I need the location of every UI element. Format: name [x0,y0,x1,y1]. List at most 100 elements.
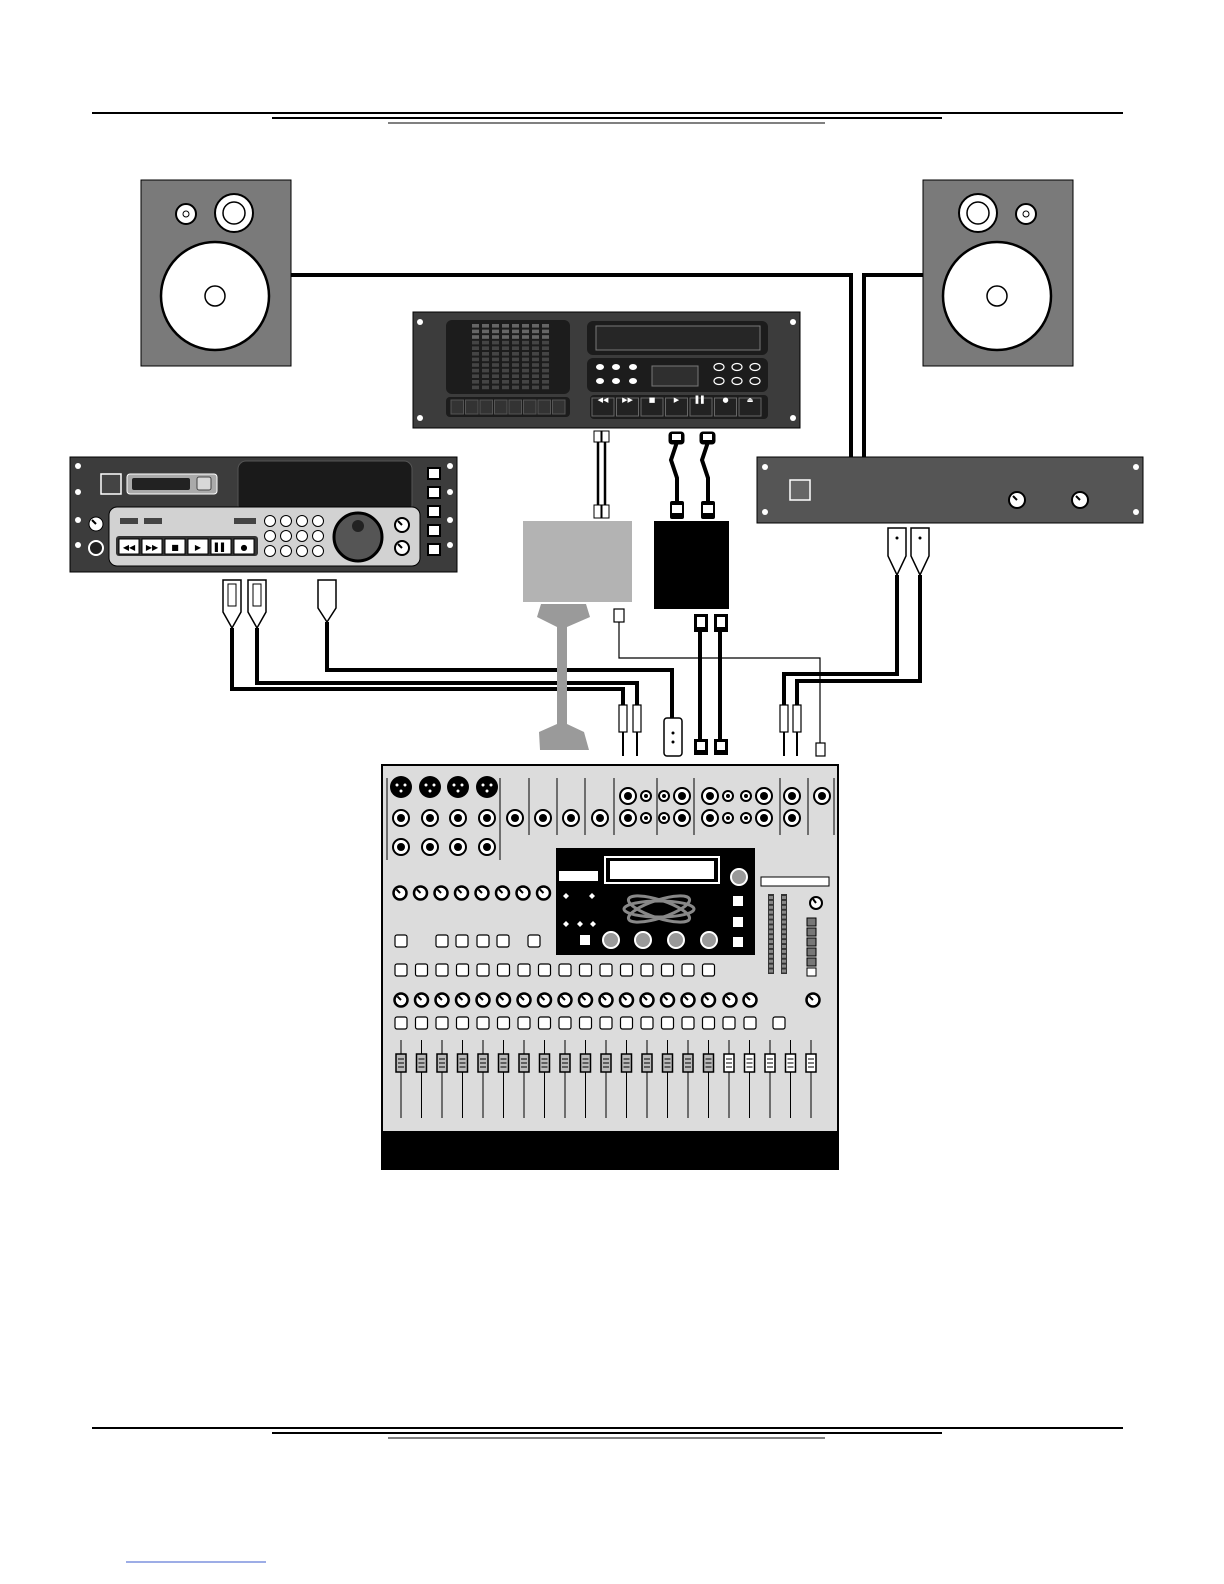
button [641,964,653,976]
amp-power-switch [790,480,810,500]
ribbon-cable [537,604,590,750]
button [539,964,551,976]
side-key [428,544,440,555]
button [477,964,489,976]
transport-glyph: ■ [649,396,656,404]
led-indicator [807,968,816,976]
transport-glyph: ◀◀ [598,396,609,404]
track-key [524,400,537,414]
transport-glyph: ● [722,396,728,404]
header-rules [92,113,1123,123]
led-indicator [807,918,816,926]
keypad-button [313,531,324,542]
keypad-button [265,531,276,542]
button [682,964,694,976]
led-indicator [807,958,816,966]
speaker-icon [943,194,1051,350]
button [416,1017,428,1029]
button [703,964,715,976]
button [580,964,592,976]
amp-level-knob [1072,492,1088,508]
button [436,1017,448,1029]
button [518,1017,530,1029]
transport-glyph: ▌▌ [214,542,227,552]
button [723,1017,735,1029]
button [457,964,469,976]
button [456,935,468,947]
track-key [451,400,464,414]
button [436,964,448,976]
button [621,964,633,976]
keypad-button [297,516,308,527]
button [539,1017,551,1029]
keypad-button [281,531,292,542]
transport-glyph: ▶▶ [146,543,159,552]
button [682,1017,694,1029]
button [744,1017,756,1029]
keypad-button [281,546,292,557]
button [395,1017,407,1029]
amp-level-knob [1009,492,1025,508]
transport-glyph: ▌▌ [695,395,707,404]
keypad-button [297,531,308,542]
trs-plug [793,705,801,732]
button [600,964,612,976]
track-key [553,400,566,414]
button [477,1017,489,1029]
side-key [428,487,440,498]
interface-box-black [654,521,729,609]
button [580,1017,592,1029]
trs-plug [619,705,627,732]
side-key [428,506,440,517]
button [703,1017,715,1029]
keypad-button [313,546,324,557]
power-button [101,474,121,494]
trs-plug [780,705,788,732]
button [457,1017,469,1029]
transport-glyph: ◀◀ [123,543,136,552]
button [498,1017,510,1029]
transport-glyph: ▶ [195,543,202,552]
interface-box-grey [523,521,632,602]
button [662,964,674,976]
track-key [466,400,479,414]
speaker-icon [161,194,269,350]
button [559,964,571,976]
side-key [428,525,440,536]
button [395,935,407,947]
transport-glyph: ▶▶ [622,396,633,404]
button [477,935,489,947]
keypad-button [265,516,276,527]
keypad-button [313,516,324,527]
track-key [495,400,508,414]
keypad-button [297,546,308,557]
button [416,964,428,976]
button [621,1017,633,1029]
xlr-plug [248,580,266,628]
dat-recorder: ◀◀▶▶■▶▌▌● [70,457,457,572]
button [518,964,530,976]
led-indicator [807,938,816,946]
button [528,935,540,947]
footer-rules [92,1428,1123,1438]
button [498,964,510,976]
digital-mixer [382,765,838,1169]
xlr-input [476,776,498,798]
button [559,1017,571,1029]
side-key [428,468,440,479]
right-speaker [923,180,1073,366]
xlr-input [447,776,469,798]
track-key [538,400,551,414]
transport-glyph: ⏏ [747,396,754,404]
power-amplifier [757,457,1143,523]
track-key [480,400,493,414]
transport-glyph: ▶ [674,396,680,404]
transport-glyph: ■ [171,543,179,552]
xlr-plug [318,580,336,622]
xlr-plug [223,580,241,628]
track-key [509,400,522,414]
xlr-input [419,776,441,798]
button [662,1017,674,1029]
multitrack-recorder: ◀◀ ▶▶ ■ ▶ ▌▌ ● ⏏ [413,312,800,428]
